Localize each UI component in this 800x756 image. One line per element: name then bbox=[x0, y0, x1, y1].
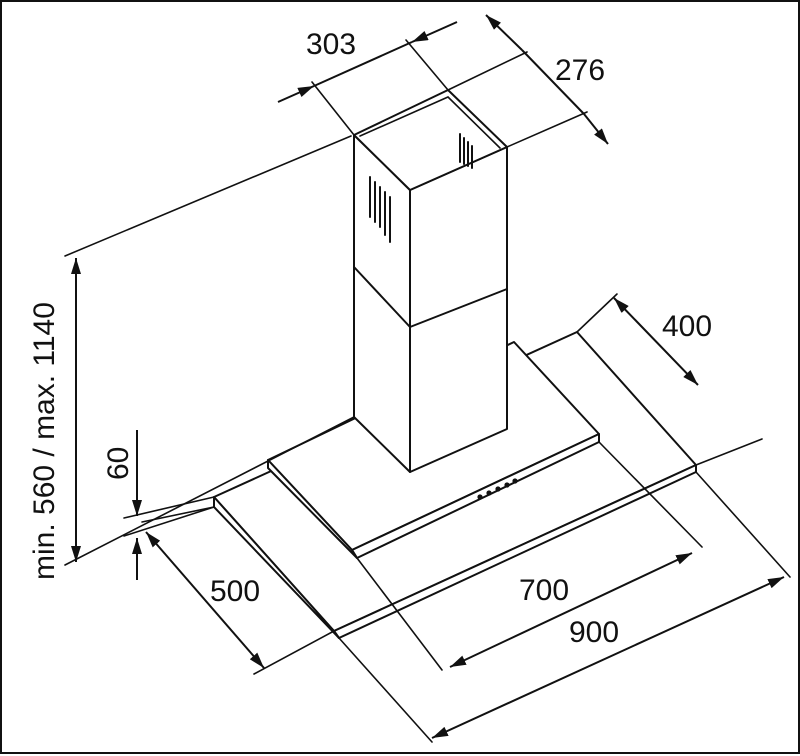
chimney-section-joint bbox=[353, 266, 508, 328]
control-button bbox=[504, 482, 510, 488]
control-button bbox=[486, 490, 492, 496]
label-glass-depth: 400 bbox=[662, 310, 712, 343]
control-button bbox=[512, 478, 518, 484]
dim-line-900 bbox=[431, 576, 785, 739]
chimney-side-face bbox=[409, 146, 508, 473]
chimney-inner-wall bbox=[359, 96, 501, 149]
chimney bbox=[353, 89, 508, 473]
control-button bbox=[477, 494, 483, 500]
label-canopy-thickness: 60 bbox=[102, 447, 135, 480]
extension-lines bbox=[64, 39, 791, 743]
label-chimney-depth: 276 bbox=[555, 54, 605, 87]
control-button bbox=[495, 486, 501, 492]
label-canopy-depth: 500 bbox=[210, 575, 260, 608]
control-buttons bbox=[477, 478, 518, 500]
vent-slots-front bbox=[369, 176, 391, 243]
dimension-lines bbox=[71, 14, 785, 739]
dimension-labels: 303 276 min. 560 / max. 1140 60 500 400 … bbox=[28, 28, 712, 649]
dim-line-276 bbox=[485, 14, 523, 51]
label-height-range: min. 560 / max. 1140 bbox=[28, 302, 61, 580]
label-glass-width: 700 bbox=[519, 574, 569, 607]
label-chimney-width: 303 bbox=[306, 28, 356, 61]
chimney-front-face bbox=[353, 134, 411, 473]
label-canopy-width: 900 bbox=[569, 616, 619, 649]
vent-slots-back bbox=[459, 133, 473, 169]
dim-line-303 bbox=[277, 85, 315, 103]
dim-line-500 bbox=[145, 531, 265, 669]
dim-line-400 bbox=[613, 297, 699, 386]
